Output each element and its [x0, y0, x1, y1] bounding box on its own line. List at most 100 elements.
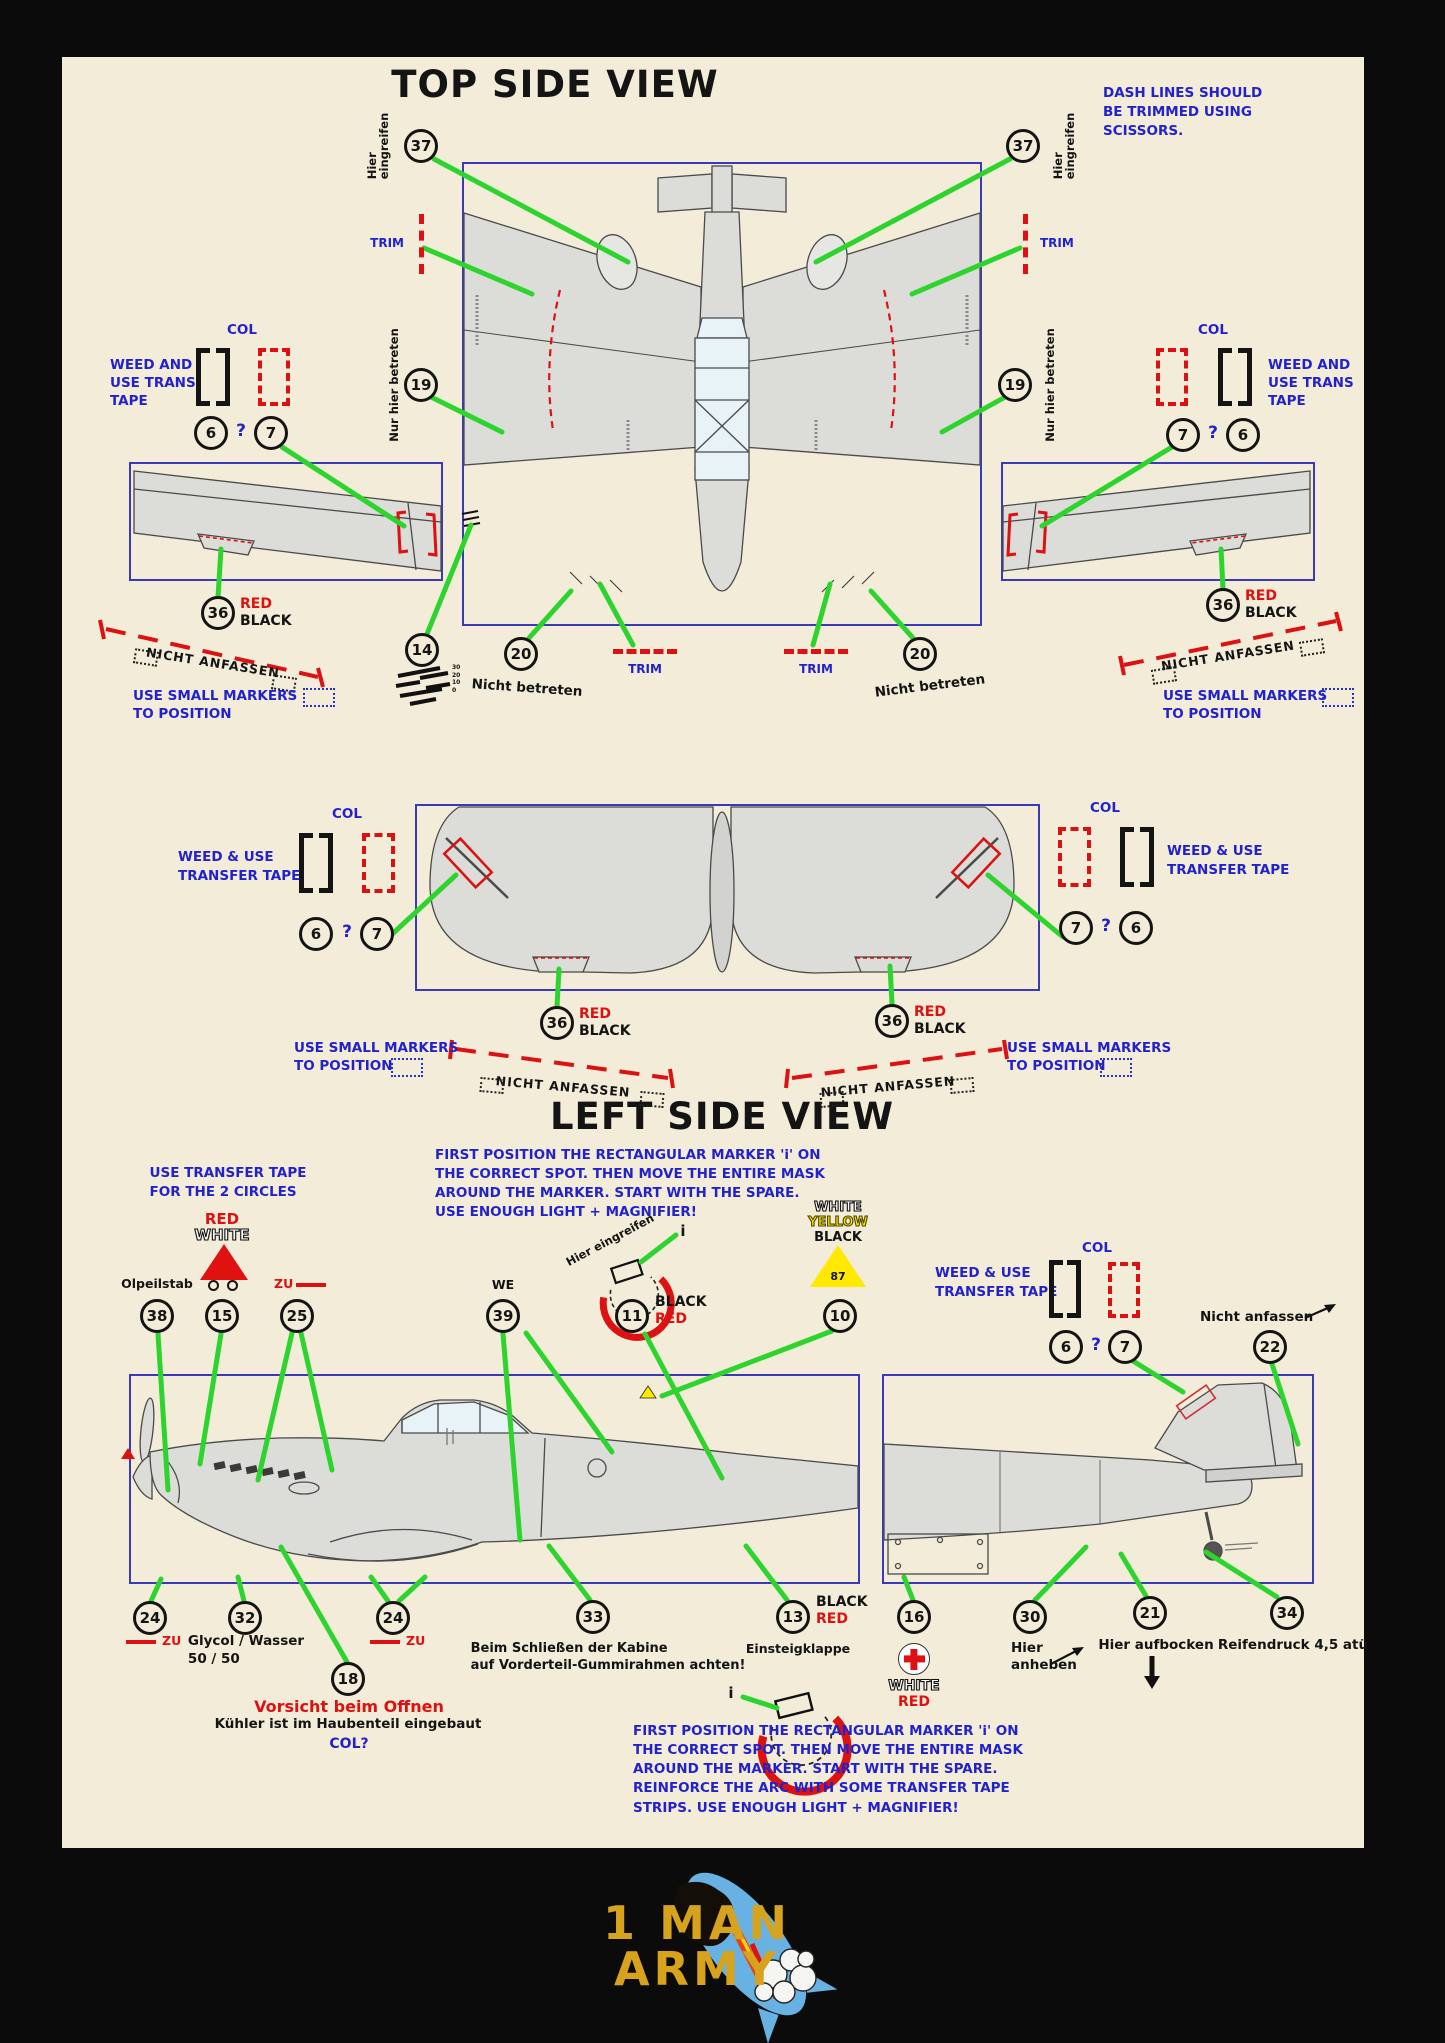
nicht-anfassen: NICHT ANFASSEN	[495, 1073, 631, 1100]
small-circle-marker	[226, 1279, 238, 1291]
logo-text-line1: 1 MAN	[603, 1896, 791, 1950]
circle-6: 6	[1119, 911, 1153, 945]
circle-36: 36	[201, 596, 235, 630]
circle-7: 7	[254, 416, 288, 450]
tape-bracket	[299, 833, 333, 893]
mini-dotted-box	[819, 1090, 845, 1109]
circle-11: 11	[615, 1299, 649, 1333]
circle-6: 6	[299, 917, 333, 951]
i-marker-label: i	[728, 1684, 734, 1702]
warning-triangle-87: 87	[810, 1245, 866, 1287]
zu-bar	[126, 1640, 156, 1644]
weed-note: WEED AND USE TRANS TAPE	[1268, 357, 1354, 410]
circle-36: 36	[540, 1006, 574, 1040]
scissors-note: DASH LINES SHOULD BE TRIMMED USING SCISS…	[1103, 85, 1263, 140]
hier-eingreifen-right: Hier eingreifen	[1050, 112, 1077, 180]
white-label: WHITE	[194, 1225, 250, 1244]
top-view-title: TOP SIDE VIEW	[391, 63, 719, 106]
zu-label: ZU	[274, 1276, 294, 1291]
trim-label-left: TRIM	[370, 236, 404, 250]
trim-scale-icon	[395, 666, 451, 706]
circle-37-left: 37	[404, 129, 438, 163]
trim-label-right: TRIM	[1040, 236, 1074, 250]
circle-10: 10	[823, 1299, 857, 1333]
circle-19-left: 19	[404, 368, 438, 402]
question-mark: ?	[1091, 1335, 1101, 1355]
to-position: TO POSITION	[133, 706, 232, 722]
col-label: COL	[1090, 800, 1120, 816]
question-mark: ?	[1208, 423, 1218, 443]
nicht-anfassen: NICHT ANFASSEN	[1160, 637, 1296, 674]
kuehler-label: Kühler ist im Haubenteil eingebaut	[214, 1716, 482, 1732]
nicht-betreten: Nicht betreten	[471, 676, 583, 700]
hier-anheben-label: Hier anheben	[1011, 1640, 1077, 1673]
circle-16: 16	[897, 1600, 931, 1634]
circle-6: 6	[1049, 1330, 1083, 1364]
circle-36: 36	[1206, 588, 1240, 622]
nur-hier-betreten-right: Nur hier betreten	[1042, 328, 1057, 442]
circle-24: 24	[133, 1601, 167, 1635]
tape-bracket	[196, 348, 230, 406]
underside-view	[429, 806, 1015, 974]
mini-dotted-box	[479, 1076, 505, 1095]
col-label: COL	[1198, 322, 1228, 338]
kabine-note: Beim Schließen der Kabine auf Vorderteil…	[470, 1641, 746, 1673]
use-small-markers: USE SMALL MARKERS	[294, 1040, 459, 1056]
circle-25: 25	[280, 1299, 314, 1333]
nur-hier-betreten-left: Nur hier betreten	[386, 328, 401, 442]
col-dashed-box	[258, 348, 290, 406]
right-wing-panel	[1002, 470, 1311, 572]
circle-30: 30	[1013, 1600, 1047, 1634]
marker-instructions-bottom: FIRST POSITION THE RECTANGULAR MARKER 'i…	[633, 1723, 1023, 1816]
col-label: COL	[332, 806, 362, 822]
circle-24: 24	[376, 1601, 410, 1635]
black-label: BLACK	[814, 1230, 862, 1245]
nicht-anfassen: NICHT ANFASSEN	[145, 644, 281, 681]
marker-dotted-box	[1100, 1058, 1132, 1077]
weed-note: WEED & USE TRANSFER TAPE	[1167, 843, 1290, 878]
red-label: RED	[204, 1210, 240, 1228]
circle-6: 6	[194, 416, 228, 450]
hier-aufbocken-label: Hier aufbocken	[1098, 1637, 1214, 1653]
mini-dotted-box	[949, 1076, 975, 1095]
yellow-label: YELLOW	[808, 1214, 869, 1230]
red-label: RED	[240, 596, 272, 612]
vorsicht-label: Vorsicht beim Offnen	[254, 1697, 444, 1716]
weed-note: WEED AND USE TRANS TAPE	[110, 357, 196, 410]
to-position: TO POSITION	[1163, 706, 1262, 722]
frame-boxes	[129, 162, 1315, 1584]
marker-instructions-top: FIRST POSITION THE RECTANGULAR MARKER 'i…	[435, 1147, 825, 1221]
col-label: COL	[227, 322, 257, 338]
glycol-label: Glycol / Wasser 50 / 50	[187, 1633, 305, 1667]
black-label: BLACK	[579, 1023, 631, 1039]
question-mark: ?	[236, 421, 246, 441]
i-marker-label: i	[680, 1222, 686, 1240]
trim-dash-center-left	[613, 649, 677, 654]
col-label: COL	[1082, 1240, 1112, 1256]
trim-dash-left	[419, 214, 424, 274]
black-label: BLACK	[816, 1594, 868, 1610]
black-label: BLACK	[914, 1021, 966, 1037]
top-view-aircraft	[461, 165, 981, 593]
col-question-label: COL?	[329, 1736, 369, 1752]
red-label: RED	[914, 1004, 946, 1020]
olpeilstab-label: Olpeilstab	[121, 1276, 193, 1291]
red-label: RED	[579, 1006, 611, 1022]
circle-7: 7	[360, 917, 394, 951]
mini-dotted-box	[132, 648, 160, 667]
leader-lines	[148, 156, 1301, 1711]
circle-21: 21	[1133, 1596, 1167, 1630]
to-position: TO POSITION	[1007, 1058, 1106, 1074]
to-position: TO POSITION	[294, 1058, 393, 1074]
question-mark: ?	[1101, 916, 1111, 936]
circle-20-right: 20	[903, 637, 937, 671]
red-label: RED	[1245, 588, 1277, 604]
circle-32: 32	[228, 1601, 262, 1635]
question-mark: ?	[342, 922, 352, 942]
zu-label: ZU	[162, 1633, 182, 1648]
marker-dotted-box	[303, 688, 335, 707]
mini-dotted-box	[639, 1090, 665, 1109]
circle-39: 39	[486, 1299, 520, 1333]
nicht-betreten: Nicht betreten	[873, 671, 987, 701]
